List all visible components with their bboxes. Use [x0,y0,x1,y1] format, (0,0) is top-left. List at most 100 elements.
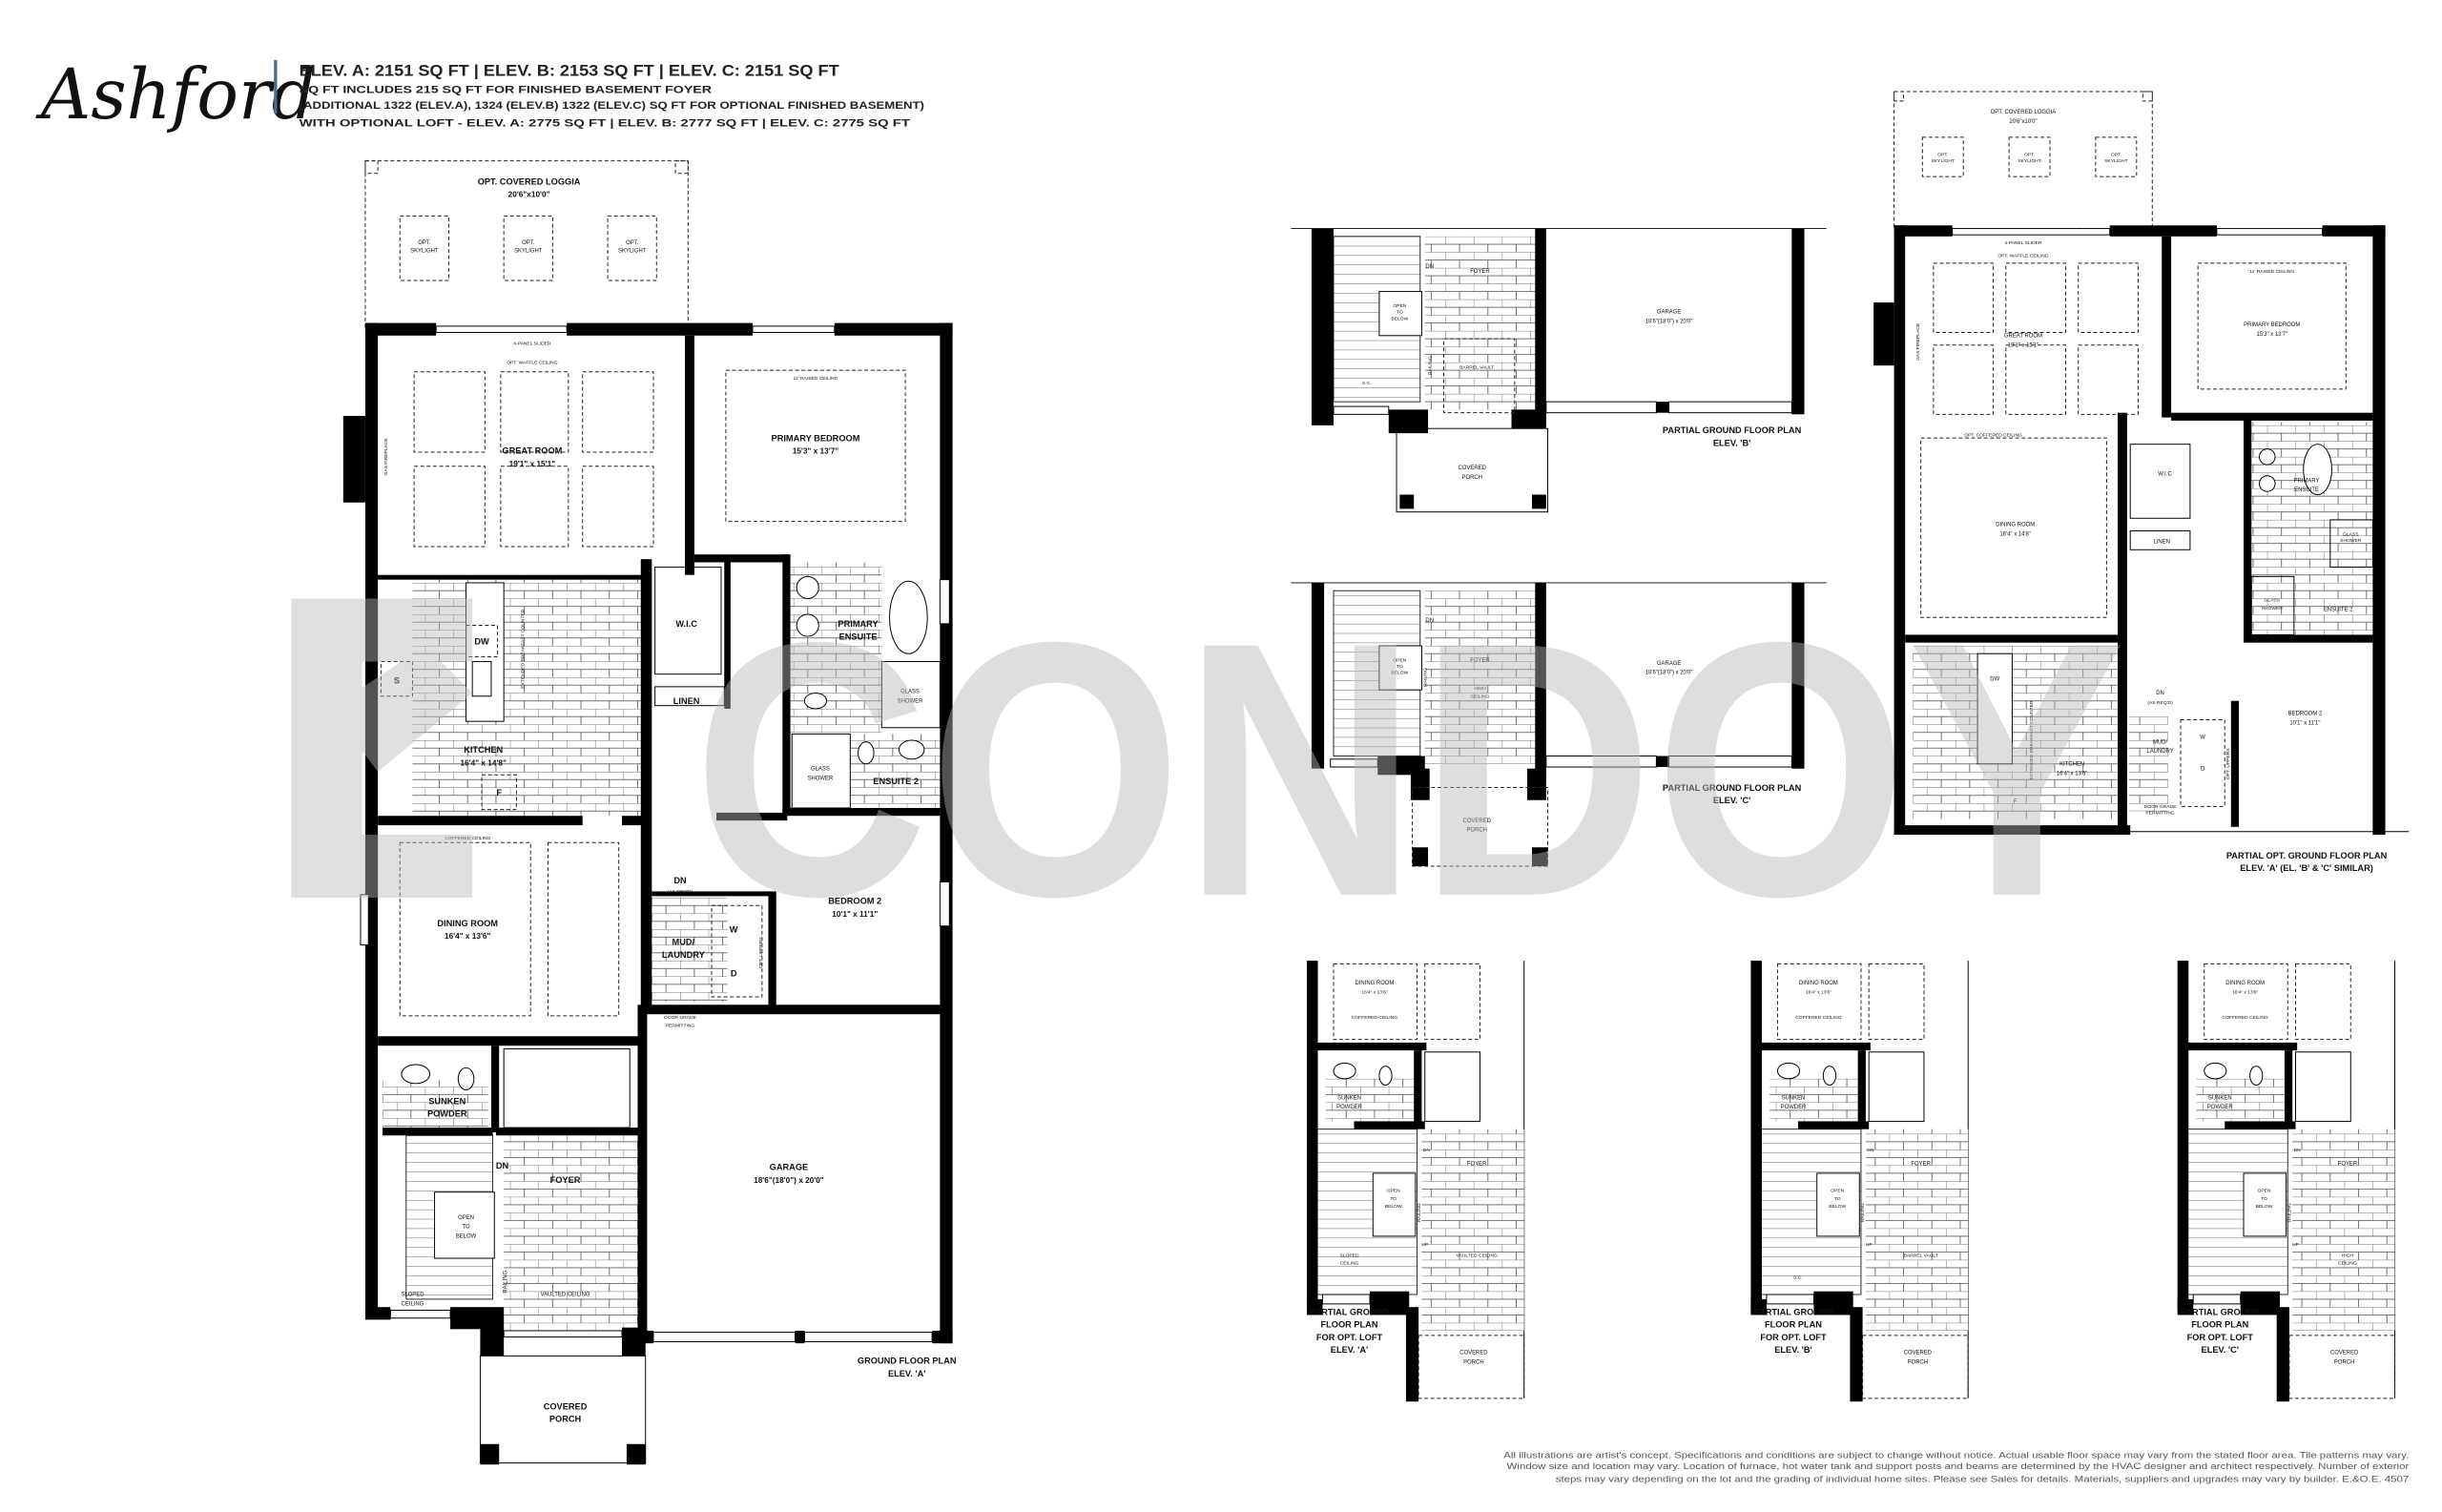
washer-label: W [730,924,738,934]
four-panel-slider-door [435,325,568,333]
sloped-ceiling-label: SLOPED [401,1293,424,1298]
washer-label: W [2200,735,2205,740]
skylight [2008,136,2051,177]
partial-ground-floor-plan-elev-c: DN FOYER OPEN TO BELOW RAILING HIGH CEIL… [1291,582,1827,867]
dining-room-label: DINING ROOM [2225,981,2265,986]
garage-door [1668,401,1792,414]
sink [401,1064,431,1085]
walls [342,322,953,1357]
glass-shower-label: SHOWER [898,698,923,704]
sunken-powder-label: POWDER [1781,1105,1807,1110]
fridge [481,774,517,811]
open-to-below-label: TO [2261,1196,2267,1202]
sunken-powder-label: POWDER [427,1108,467,1118]
great-room-dims: 19'1" x 15'1" [2008,342,2039,348]
window [360,894,369,946]
glass-shower-label: SHOWER [2262,606,2284,611]
washer-dryer-area [2180,719,2225,807]
laundry-tile [652,898,728,1002]
garage-door [1545,401,1657,414]
loggia-dims: 20'6"x10'0" [2009,119,2037,125]
covered-porch-label: PORCH [1463,1360,1483,1366]
skylight-label: SKYLIGHT [2018,158,2040,164]
primary-bedroom-dims: 15'3" x 13'7" [793,447,839,456]
dining-room-dims: 16'4" x 13'6" [445,932,491,941]
great-room-label: GREAT ROOM [2004,333,2042,339]
primary-ensuite-label: ENSUITE [2294,487,2319,493]
four-panel-slider-door [1952,228,2111,236]
disclaimer-line: steps may vary depending on the lot and … [1556,1474,2410,1483]
kitchen-dims: 16'4" x 13'6" [2057,771,2088,777]
primary-bedroom-label: PRIMARY BEDROOM [772,433,860,443]
waffle-ceiling-label: OPT. WAFFLE CEILING [1997,253,2048,259]
open-to-below [2243,1172,2287,1237]
kitchen-island [1976,652,2013,765]
foyer-label: FOYER [2338,1162,2358,1168]
open-to-below-label: OPEN [1393,657,1406,663]
sunken-powder-label: POWDER [2207,1105,2233,1110]
linen-label: LINEN [2153,540,2170,546]
kitchen-sink [471,660,492,697]
coffered-ceiling [399,841,531,1017]
door-grade-label: PERMITTING [666,1023,695,1028]
plan-elevation: ELEV. 'B' [1774,1345,1811,1355]
plan-title: PARTIAL GROUND FLOOR PLAN [1663,425,1802,435]
garage-dims: 18'6"(18'0") x 20'0" [1645,671,1693,676]
kitchen-label: KITCHEN [2059,761,2084,767]
skylight-label: OPT. [418,240,431,246]
sink [796,613,819,637]
coffered-ceiling [1424,963,1481,1041]
stove [380,660,413,697]
glass-shower [791,733,851,809]
railing-label: RAILING [503,1271,508,1294]
plan-title: FOR OPT. LOFT [1760,1333,1827,1342]
fireplace [342,415,365,503]
dining-room-dims: 16'4" x 13'6" [2232,990,2258,996]
coffered-ceiling [547,841,620,1017]
sink [2204,1062,2227,1080]
plan-title: PARTIAL OPT. GROUND FLOOR PLAN [2226,851,2388,860]
covered-porch-label: PORCH [1908,1360,1928,1366]
loft-sqft-note: WITH OPTIONAL LOFT - ELEV. A: 2775 SQ FT… [300,117,911,129]
coffered-ceiling [2204,963,2288,1041]
covered-porch-label: COVERED [1459,466,1486,471]
sloped-ceiling-label: CEILING [1340,1261,1359,1267]
garage-label: GARAGE [1657,661,1681,667]
dryer-label: D [2201,766,2204,772]
dishwasher-label: DW [1990,676,1999,682]
plan-title: GROUND FLOOR PLAN [858,1357,957,1366]
skylight-label: SKYLIGHT [514,248,543,254]
glass-shower-label: GLASS [811,766,830,772]
covered-porch [1862,1335,1969,1399]
dining-room-label: DINING ROOM [1996,523,2035,528]
coat-closet [1424,1051,1481,1122]
coat-closet [503,1048,631,1129]
sc-label: S.C. [1362,381,1372,386]
sink [796,575,819,599]
sunken-powder-label: SUNKEN [428,1096,466,1106]
as-required-label: (AS REQ'D) [668,889,693,895]
sink [2259,448,2276,466]
covered-porch-label: COVERED [1463,818,1491,824]
plan-title: FLOOR PLAN [1765,1320,1822,1330]
glass-shower [880,660,941,729]
coffered-ceiling-label: COFFERED CEILING [1352,1015,1397,1021]
railing-label: RAILING [1417,1203,1422,1222]
disclaimer: All illustrations are artist's concept. … [1503,1451,2409,1484]
railing-label: RAILING [1422,668,1428,687]
coffered-ceiling [1776,963,1862,1041]
loggia-post [364,160,379,175]
barrel-vault [1443,338,1516,414]
open-to-below-label: OPEN [2257,1189,2270,1194]
fridge-label: F [2014,799,2018,805]
sc-label: S.C. [1793,1274,1803,1280]
coffered-ceiling [2295,963,2351,1041]
washer-dryer-area [711,904,763,998]
stairs-down-label: DN [673,876,687,885]
covered-porch [479,1355,647,1464]
loggia-label: OPT. COVERED LOGGIA [478,176,581,186]
as-required-label: (AS REQ'D) [2147,700,2173,706]
kitchen-tile [412,579,641,817]
